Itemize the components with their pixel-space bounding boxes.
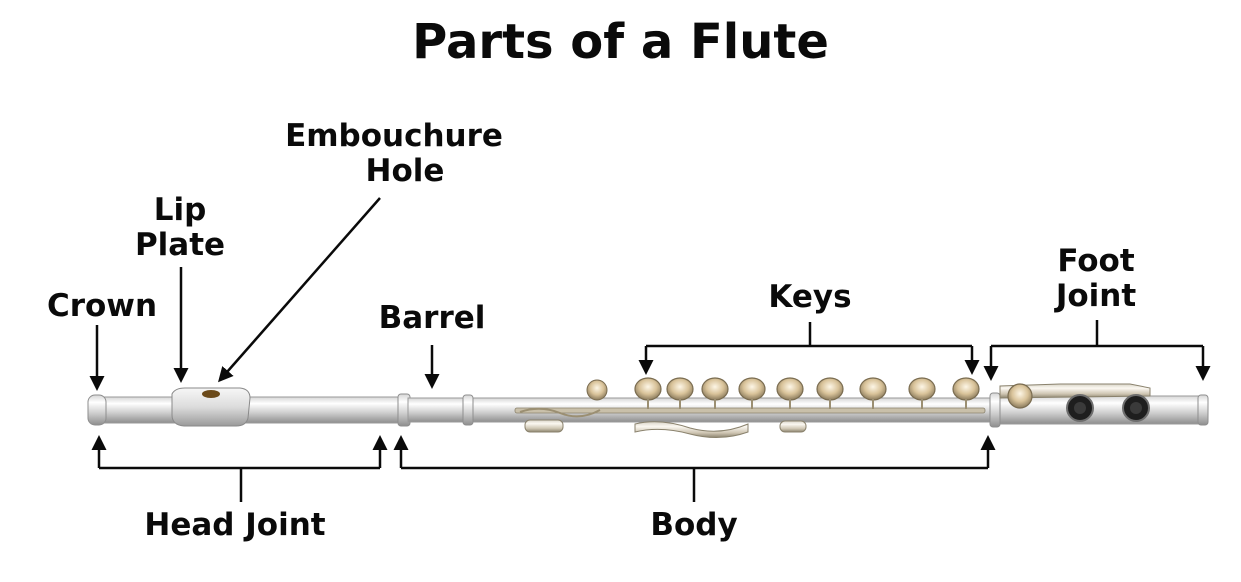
trill-key	[779, 420, 807, 433]
label-lip-plate-line1: Lip	[153, 192, 207, 228]
body-ring	[462, 394, 474, 426]
key-cup	[816, 377, 844, 401]
body-bracket	[393, 435, 996, 502]
embouchure-hole-arrow	[218, 197, 381, 383]
label-embouchure-line2: Hole	[365, 153, 445, 189]
key-cup	[908, 377, 936, 401]
lip-plate	[171, 387, 251, 427]
key-cup	[776, 377, 804, 401]
key-cup	[666, 377, 694, 401]
label-foot-joint: Foot Joint	[1036, 244, 1156, 314]
key-cups	[634, 377, 980, 401]
head-joint-bracket	[91, 435, 388, 502]
key-cup	[738, 377, 766, 401]
flute	[87, 377, 1209, 438]
label-foot-joint-line1: Foot	[1057, 243, 1135, 279]
embouchure-hole	[202, 390, 220, 398]
label-crown: Crown	[42, 289, 162, 324]
small-key	[586, 379, 608, 401]
label-keys: Keys	[750, 280, 870, 315]
foot-key-cup	[1007, 383, 1033, 409]
diagram-title: Parts of a Flute	[412, 14, 829, 70]
foot-joint-bracket	[983, 320, 1211, 381]
keys-bracket	[638, 322, 980, 375]
thumb-key	[524, 419, 564, 433]
label-head-joint-text: Head Joint	[144, 507, 326, 543]
label-embouchure-line1: Embouchure	[285, 118, 503, 154]
lower-mechanism	[634, 421, 749, 438]
label-body: Body	[634, 508, 754, 543]
key-linkage	[519, 407, 601, 418]
foot-joint-levers	[999, 383, 1151, 399]
label-barrel: Barrel	[372, 301, 492, 336]
crown-cap	[87, 394, 107, 426]
label-foot-joint-line2: Joint	[1055, 278, 1137, 314]
key-cup	[952, 377, 980, 401]
label-lip-plate: Lip Plate	[120, 193, 240, 263]
label-keys-text: Keys	[768, 279, 852, 315]
label-barrel-text: Barrel	[378, 300, 486, 336]
key-cup	[634, 377, 662, 401]
label-head-joint: Head Joint	[130, 508, 340, 543]
foot-pad-center	[1074, 402, 1086, 414]
label-crown-text: Crown	[46, 288, 158, 324]
foot-end-ring	[1197, 394, 1209, 426]
label-lip-plate-line2: Plate	[134, 227, 226, 263]
foot-pad-center	[1130, 402, 1142, 414]
key-cup	[701, 377, 729, 401]
key-stems	[647, 399, 967, 409]
key-rod	[514, 407, 986, 414]
label-body-text: Body	[650, 507, 738, 543]
key-cup	[859, 377, 887, 401]
label-embouchure-hole: Embouchure Hole	[284, 119, 504, 189]
foot-joint-ring	[989, 392, 1001, 428]
